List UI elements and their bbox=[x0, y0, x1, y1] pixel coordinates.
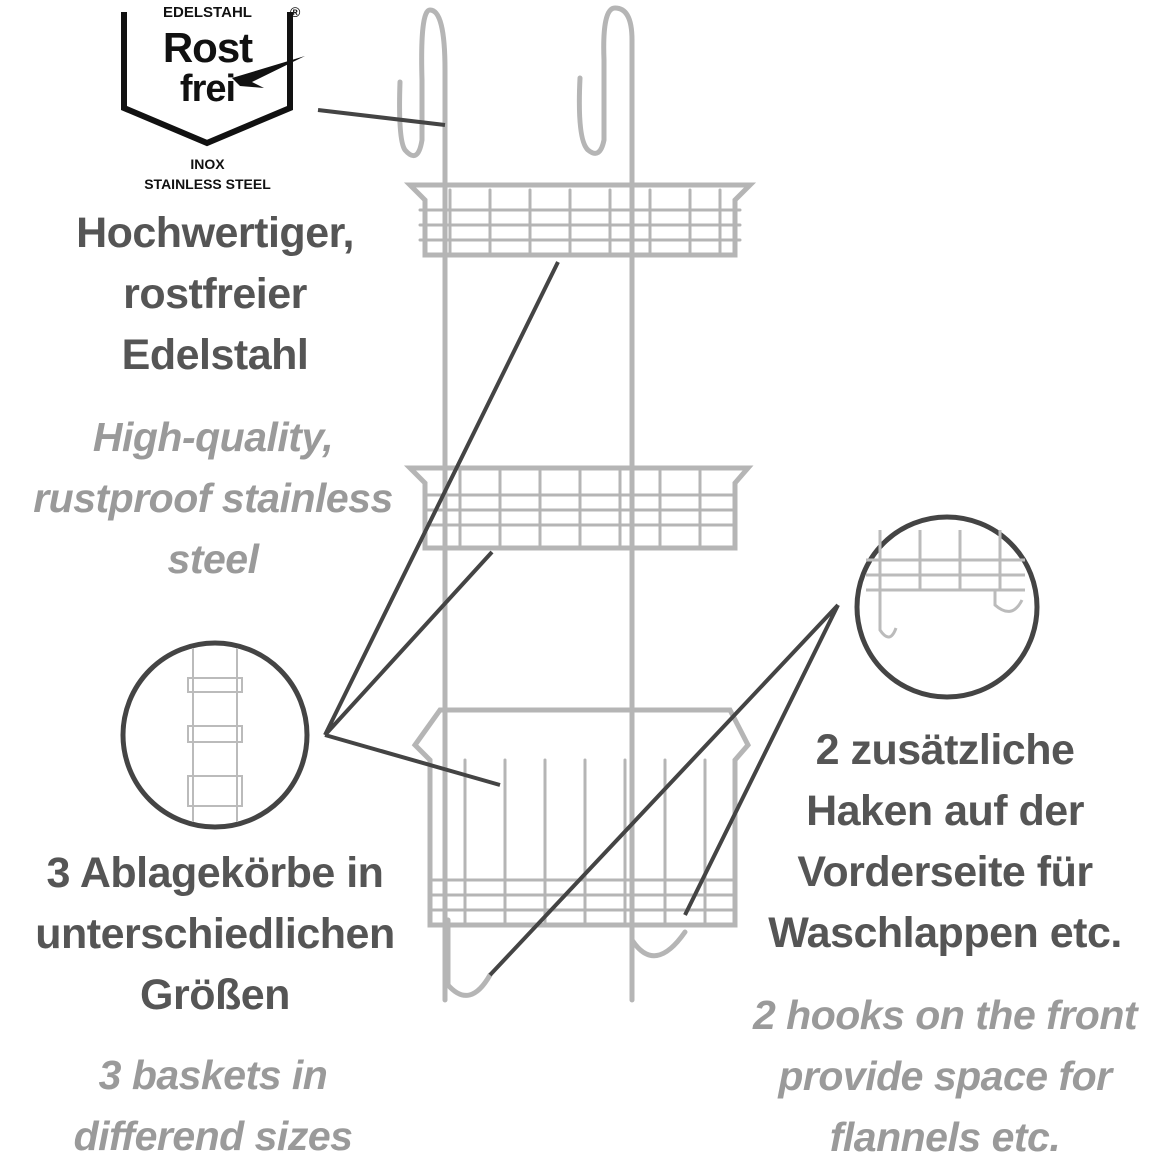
text-line: differend sizes bbox=[73, 1113, 353, 1159]
text-line: Größen bbox=[140, 971, 290, 1019]
text-line: Edelstahl bbox=[121, 331, 309, 379]
baskets-caption-en: 3 baskets in differend sizes bbox=[0, 1045, 426, 1160]
callout-lines bbox=[317, 108, 840, 977]
material-caption-en: High-quality, rustproof stainless steel bbox=[0, 407, 426, 590]
text-line: Waschlappen etc. bbox=[768, 909, 1122, 957]
text-line: rustproof stainless bbox=[33, 475, 393, 521]
text-line: 3 Ablagekörbe in bbox=[46, 849, 384, 897]
text-line: 3 baskets in bbox=[98, 1052, 328, 1098]
text-line: 2 zusätzliche bbox=[815, 726, 1075, 774]
caddy-frame bbox=[397, 5, 757, 1003]
logo-registered: ® bbox=[290, 4, 301, 20]
text-line: flannels etc. bbox=[829, 1114, 1061, 1160]
logo-edelstahl: EDELSTAHL bbox=[163, 4, 252, 21]
material-heading-de: Hochwertiger, rostfreier Edelstahl bbox=[0, 203, 430, 386]
text-line: 2 hooks on the front bbox=[752, 992, 1138, 1038]
overview-detail-circle bbox=[120, 640, 310, 830]
text-line: steel bbox=[167, 536, 259, 582]
hooks-heading-de: 2 zusätzliche Haken auf der Vorderseite … bbox=[735, 720, 1155, 964]
baskets-heading-de: 3 Ablagekörbe in unterschiedlichen Größe… bbox=[0, 843, 430, 1026]
text-line: unterschiedlichen bbox=[35, 910, 395, 958]
hooks-caption-en: 2 hooks on the front provide space for f… bbox=[735, 985, 1155, 1160]
logo-inox: INOX bbox=[190, 156, 225, 172]
logo-stainless: STAINLESS STEEL bbox=[144, 176, 271, 192]
text-line: Haken auf der bbox=[806, 787, 1084, 835]
text-line: provide space for bbox=[778, 1053, 1112, 1099]
rostfrei-logo bbox=[121, 12, 305, 147]
logo-rost: Rost bbox=[162, 24, 253, 71]
text-line: High-quality, bbox=[92, 414, 334, 460]
hooks-detail-circle bbox=[854, 514, 1040, 700]
text-line: Vorderseite für bbox=[797, 848, 1093, 896]
text-line: rostfreier bbox=[123, 270, 307, 318]
text-line: Hochwertiger, bbox=[76, 209, 354, 257]
logo-frei: frei bbox=[179, 68, 236, 110]
